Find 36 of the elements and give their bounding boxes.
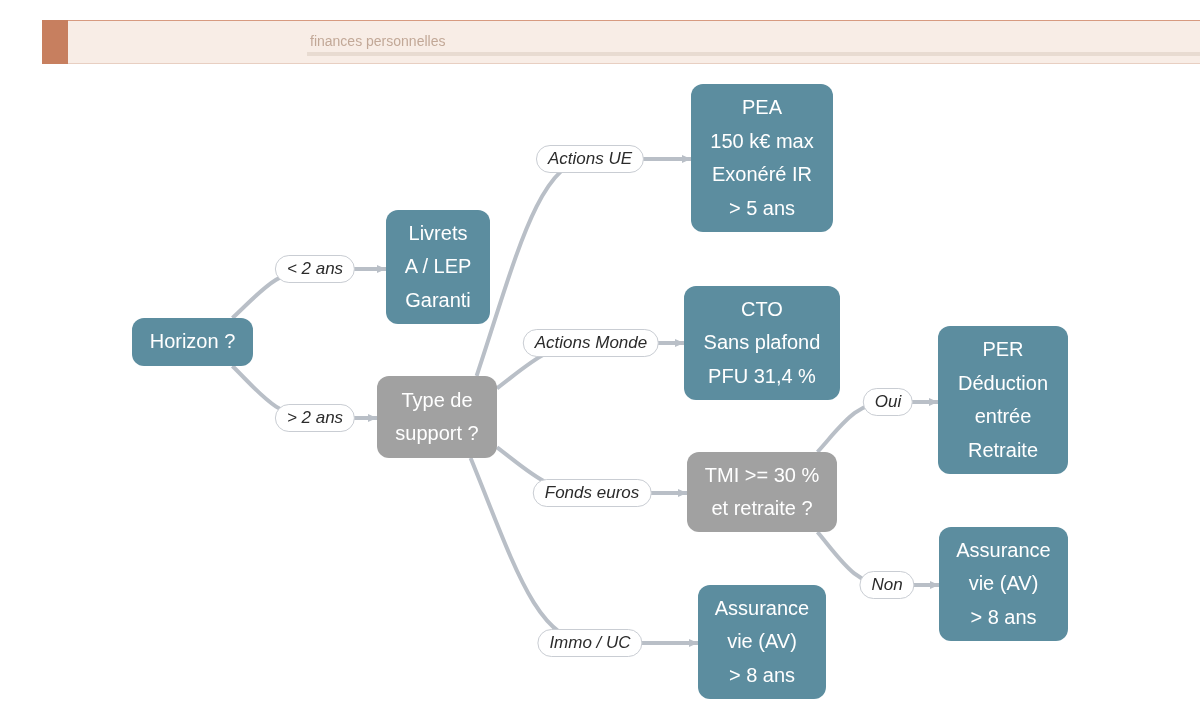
node-detail: 150 k€ max xyxy=(710,128,814,154)
result-box xyxy=(386,210,490,324)
node-title: Livrets A / LEP xyxy=(403,220,473,280)
decision-box xyxy=(687,452,837,532)
edge-label: Immo / UC xyxy=(537,629,643,657)
edge-label: < 2 ans xyxy=(274,255,356,283)
node-detail: Retraite xyxy=(968,437,1038,463)
result-box xyxy=(938,326,1068,474)
edge-label: > 2 ans xyxy=(274,404,356,432)
node-detail: Déduction entrée xyxy=(956,370,1050,429)
node-title: TMI >= 30 % et retraite ? xyxy=(703,462,821,521)
node-title: Assurance vie (AV) xyxy=(955,537,1052,597)
edge-label: Actions UE xyxy=(535,145,645,173)
node-detail: > 8 ans xyxy=(728,662,796,688)
node-title: Type de support ? xyxy=(394,387,480,446)
edge-label: Actions Monde xyxy=(522,329,660,357)
node-detail: Garanti xyxy=(405,287,471,313)
result-box xyxy=(939,527,1068,641)
node-title: PER xyxy=(982,337,1024,362)
node-detail: Exonéré IR xyxy=(711,162,813,187)
node-title: Assurance vie (AV) xyxy=(713,595,811,655)
node-detail: > 5 ans xyxy=(728,195,796,221)
node-title: PEA xyxy=(742,95,782,120)
node-detail: PFU 31,4 % xyxy=(708,363,816,389)
node-title: Horizon ? xyxy=(149,329,236,355)
node-detail: Sans plafond xyxy=(703,330,821,356)
result-box xyxy=(691,84,833,232)
header-tagline: finances personnelles xyxy=(310,33,446,49)
edge-label: Oui xyxy=(862,388,914,416)
result-box xyxy=(684,286,840,400)
node-detail: > 8 ans xyxy=(970,604,1037,630)
node-title: CTO xyxy=(741,296,783,322)
result-box xyxy=(698,585,826,699)
decision-box xyxy=(132,318,253,366)
decision-box xyxy=(377,376,497,458)
edge-label: Non xyxy=(859,571,915,599)
